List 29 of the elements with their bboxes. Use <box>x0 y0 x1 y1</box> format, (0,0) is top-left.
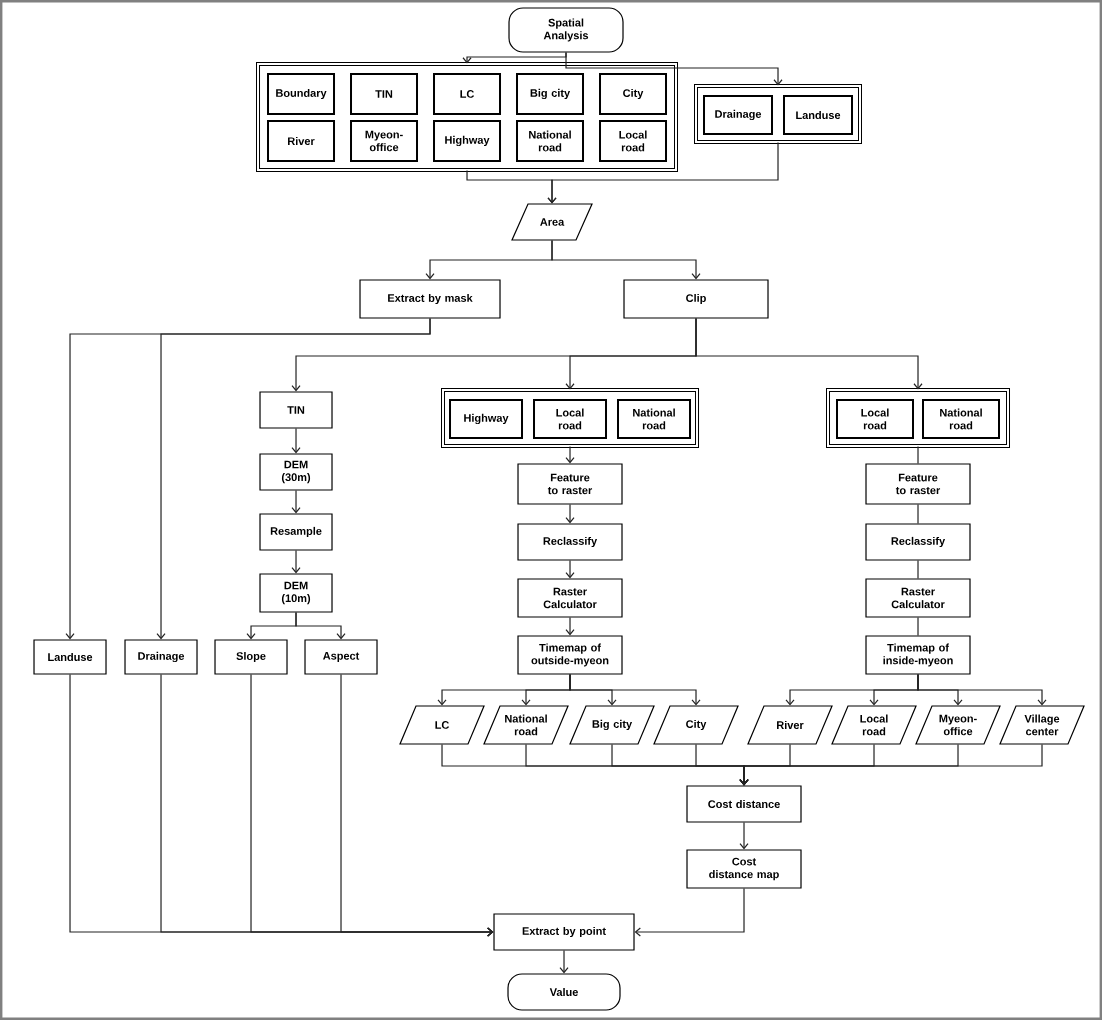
arrow <box>551 239 701 280</box>
arrow <box>739 822 749 850</box>
arrow <box>565 560 575 579</box>
group-box <box>826 388 1010 448</box>
arrow <box>291 428 301 454</box>
connector-line <box>917 560 919 579</box>
arrow <box>340 674 494 937</box>
connector-line <box>917 445 919 464</box>
arrow <box>695 318 923 390</box>
arrow <box>547 141 779 204</box>
arrow <box>565 52 783 86</box>
group-box <box>694 84 862 144</box>
arrow <box>565 617 575 636</box>
arrow <box>565 504 575 524</box>
arrow <box>291 490 301 514</box>
arrow <box>739 743 1043 786</box>
connector-line <box>917 504 919 524</box>
arrow <box>156 318 431 640</box>
arrow <box>291 550 301 574</box>
group-box <box>441 388 699 448</box>
arrow <box>462 52 567 64</box>
group-box <box>256 62 678 172</box>
arrow <box>559 950 569 974</box>
arrow <box>295 612 346 640</box>
arrow <box>917 674 1047 706</box>
arrow <box>569 674 701 706</box>
arrow <box>634 888 745 937</box>
connector-line <box>917 617 919 636</box>
arrow <box>565 445 575 464</box>
